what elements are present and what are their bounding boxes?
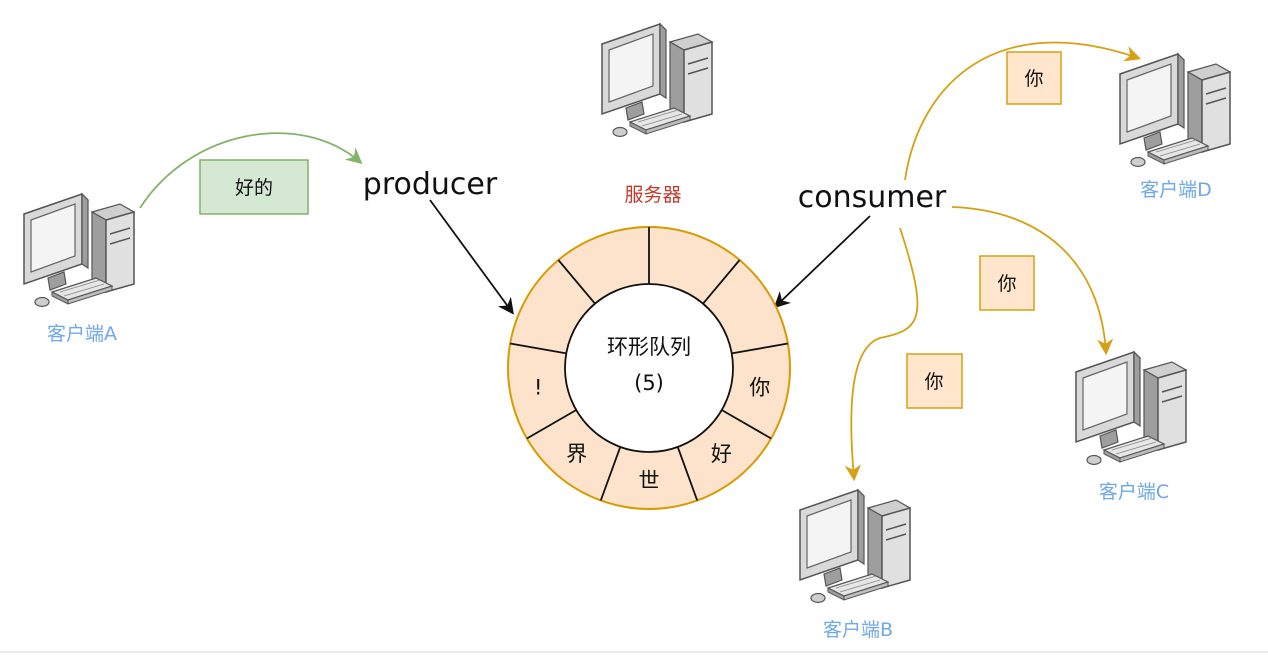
message-to-client-c: 你 [997, 273, 1016, 295]
client-c-computer-icon [1075, 351, 1187, 466]
ring-dividers [509, 227, 789, 501]
ring-slot: ! [534, 376, 542, 400]
client-c-label: 客户端C [1099, 481, 1169, 503]
ring-divider [731, 342, 789, 355]
message-to-client-b: 你 [924, 371, 943, 393]
queue-title: 环形队列 [607, 335, 691, 359]
client-d-label: 客户端D [1140, 179, 1212, 201]
arrow-consumer-to-client-c [951, 206, 1114, 356]
ring-divider [509, 342, 567, 355]
queue-capacity: (5) [634, 371, 664, 395]
message-box-green [199, 159, 309, 215]
ring-slot: 世 [639, 469, 660, 493]
server-computer-icon [601, 23, 713, 138]
client-d-computer-icon [1119, 53, 1231, 168]
ring-slot: 你 [749, 376, 770, 400]
client-a-computer-icon [23, 193, 135, 308]
message-box-b [906, 353, 963, 409]
ring-divider [721, 409, 772, 440]
ring-slot: 好 [711, 442, 732, 466]
client-b-computer-icon [799, 489, 911, 604]
ring-divider [526, 409, 577, 440]
message-box-c [979, 255, 1035, 311]
client-a-label: 客户端A [47, 323, 117, 345]
arrow-producer-to-queue [429, 199, 514, 315]
server-label: 服务器 [624, 184, 681, 206]
ring-inner [564, 283, 734, 453]
consumer-label: consumer [798, 180, 947, 215]
arrow-consumer-to-client-b [844, 227, 919, 482]
message-to-client-d: 你 [1024, 68, 1043, 90]
ring-divider [599, 446, 622, 501]
ring-queue: 你 好 世 界 ! 环形队列 (5) [507, 226, 791, 510]
ring-slot: 界 [566, 442, 587, 466]
message-box-d [1006, 51, 1062, 105]
arrow-consumer-to-client-d [904, 41, 1142, 181]
message-to-producer: 好的 [235, 177, 273, 199]
ring-divider [557, 259, 596, 305]
ring-divider [676, 446, 699, 501]
arrow-consumer-from-queue [773, 215, 871, 309]
producer-label: producer [363, 167, 498, 202]
client-b-label: 客户端B [823, 619, 893, 641]
ring-divider [702, 259, 741, 305]
arrow-client-a-to-producer [139, 132, 363, 209]
